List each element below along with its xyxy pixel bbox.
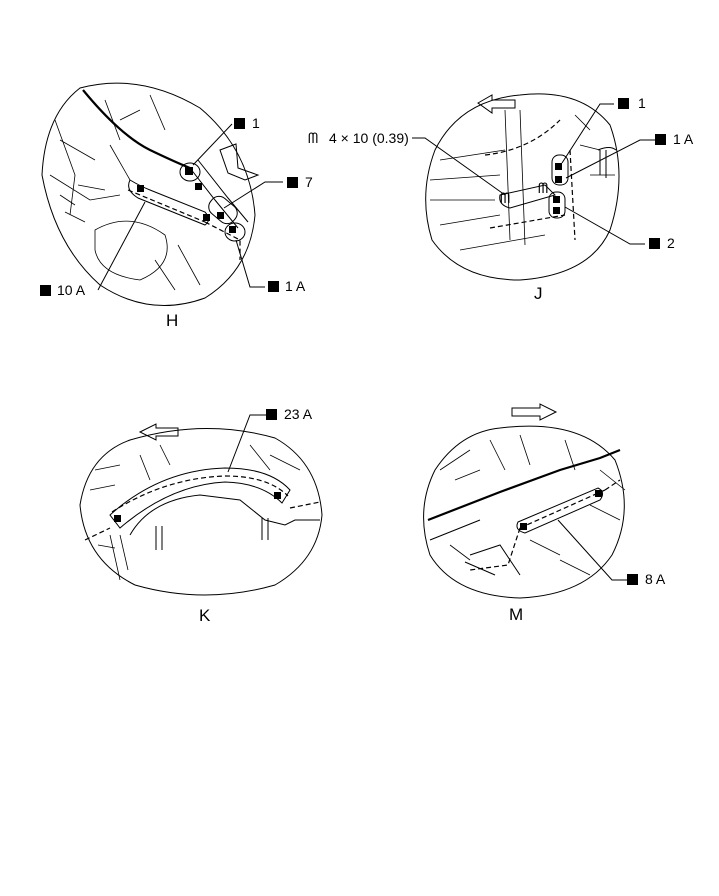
- callout-j-1a: 1 A: [673, 131, 694, 147]
- view-j-oval: [548, 191, 566, 219]
- view-h-leader-1a: [235, 239, 265, 288]
- view-k-arrow-icon: [138, 423, 179, 441]
- view-j-bolt-icon: ᗰ: [538, 180, 548, 196]
- view-label-j: J: [534, 284, 543, 303]
- view-j-marker: [555, 163, 562, 170]
- view-j: ᗰ ᗰ ᗰ 4 × 10 (0.39) 1 1 A 2 J: [308, 93, 694, 303]
- view-j-detail: [429, 109, 615, 251]
- callout-j-2: 2: [667, 235, 675, 251]
- view-m-dashed-line: [469, 479, 621, 571]
- bolt-icon: ᗰ: [308, 130, 318, 146]
- view-h-detail: [49, 99, 201, 291]
- view-m-leader-8a: [557, 519, 627, 581]
- view-m-contour: [427, 448, 621, 522]
- view-k-posts: [155, 518, 269, 550]
- view-j-arrow-icon: [477, 94, 516, 114]
- view-label-k: K: [199, 606, 211, 625]
- view-h-marker: [203, 214, 210, 221]
- view-j-bolt-icon: ᗰ: [500, 190, 510, 206]
- view-m: 8 A M: [423, 403, 666, 624]
- callout-square-icon: [266, 409, 277, 420]
- view-h-marker: [185, 167, 193, 175]
- view-h-circle-1a: [224, 222, 246, 242]
- callout-square-icon: [649, 238, 660, 249]
- view-j-marker: [553, 207, 560, 214]
- view-m-lower: [429, 519, 521, 576]
- callout-square-icon: [627, 574, 638, 585]
- callout-square-icon: [268, 281, 279, 292]
- callout-square-icon: [655, 134, 666, 145]
- view-j-leader-1a: [565, 139, 655, 179]
- view-h-rail: [189, 159, 249, 229]
- view-k-marker: [274, 492, 281, 499]
- view-h-leader-1: [192, 123, 233, 166]
- view-h-outline: [41, 82, 256, 307]
- view-h-marker: [217, 212, 224, 219]
- view-h-marker: [229, 226, 236, 233]
- view-j-marker: [555, 176, 562, 183]
- view-label-m: M: [509, 605, 523, 624]
- callout-square-icon: [234, 118, 245, 129]
- view-k-marker: [114, 515, 121, 522]
- view-j-dashed-line: [484, 119, 576, 241]
- view-k-leader-23a: [227, 414, 266, 473]
- callout-m-8a: 8 A: [645, 571, 666, 587]
- view-h-arrow-icon: [219, 143, 260, 181]
- view-k-dashed-line: [84, 475, 321, 541]
- view-k-detail: [89, 444, 301, 581]
- callout-square-icon: [618, 98, 629, 109]
- callout-h-10a: 10 A: [57, 282, 86, 298]
- view-m-marker: [520, 523, 527, 530]
- view-h-detail-2: [59, 94, 166, 223]
- view-j-bracket: [597, 147, 617, 178]
- callout-h-7: 7: [305, 174, 313, 190]
- view-label-h: H: [166, 311, 178, 330]
- view-k: 23 A K: [79, 406, 323, 625]
- view-m-outline: [423, 425, 625, 599]
- view-k-outline: [79, 427, 323, 596]
- callout-square-icon: [40, 285, 51, 296]
- view-j-leader-fastener: [412, 137, 506, 196]
- view-j-marker: [553, 196, 560, 203]
- view-h-oval-7: [208, 195, 238, 225]
- view-k-seal-strip: [109, 467, 291, 529]
- view-j-leader-1: [561, 103, 614, 164]
- callout-h-1a: 1 A: [285, 278, 306, 294]
- callout-k-23a: 23 A: [284, 406, 313, 422]
- view-m-detail: [439, 434, 626, 576]
- view-j-plate: [499, 184, 556, 209]
- view-m-marker: [595, 490, 602, 497]
- view-h: 1 7 10 A 1 A H: [40, 82, 313, 330]
- callout-square-icon: [287, 177, 298, 188]
- view-j-leader-2: [564, 206, 645, 245]
- view-j-outline: [425, 93, 620, 281]
- view-h-circle-1: [179, 162, 201, 182]
- view-h-leader-10a: [97, 201, 146, 291]
- callout-j-1: 1: [638, 95, 646, 111]
- view-m-seal-strip: [516, 487, 604, 534]
- view-h-marker: [137, 185, 144, 192]
- callout-h-1: 1: [252, 115, 260, 131]
- callout-j-fastener: 4 × 10 (0.39): [329, 130, 409, 146]
- view-h-marker: [195, 183, 202, 190]
- view-h-leader-7: [223, 181, 283, 209]
- view-j-oval: [551, 154, 569, 186]
- view-h-contour: [82, 89, 191, 170]
- view-m-arrow-icon: [511, 403, 558, 421]
